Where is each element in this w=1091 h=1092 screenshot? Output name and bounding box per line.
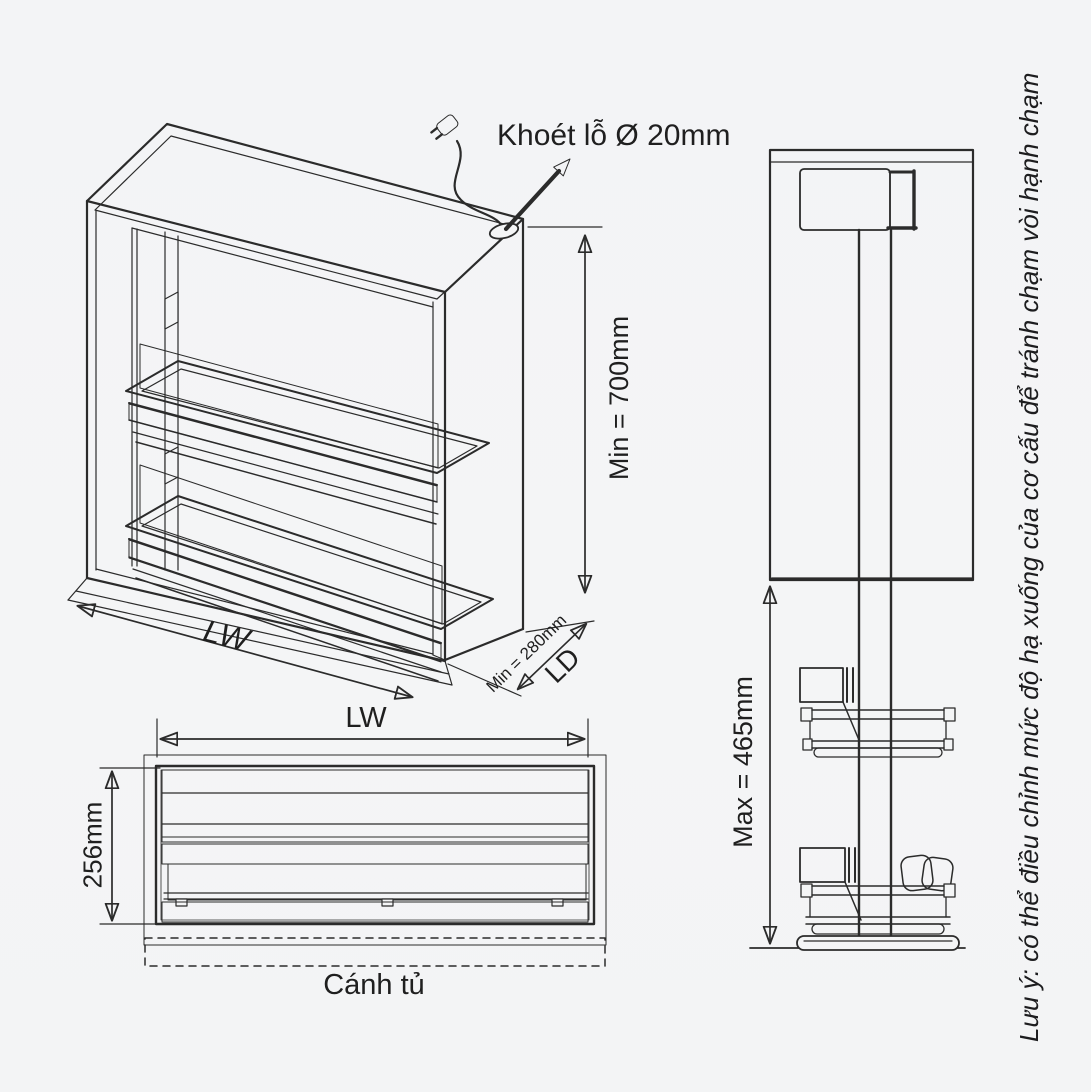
hole-annotation-label: Khoét lỗ Ø 20mm [497, 119, 731, 152]
min-height-dimension-label: Min = 700mm [604, 315, 635, 481]
plan-height-dimension-label: 256mm [77, 801, 108, 889]
isometric-cabinet-drawing [67, 122, 525, 686]
side-upper-basket [799, 667, 956, 758]
base-tray [796, 935, 960, 951]
plan-view-drawing [143, 754, 607, 967]
dimension-lines-plan [99, 718, 589, 925]
plan-width-dimension-label: LW [345, 702, 387, 735]
drill-hole [488, 222, 520, 240]
side-lower-basket [799, 847, 956, 935]
lift-mechanism-housing [799, 168, 891, 231]
cabinet-door-label: Cánh tủ [323, 969, 425, 1002]
cabinet-door-outline [144, 937, 606, 967]
plate [900, 854, 934, 892]
hole-pointer-arrow [503, 158, 571, 232]
max-drop-dimension-label: Max = 465mm [728, 676, 759, 848]
upper-dish-rack [125, 343, 490, 525]
adjustment-note-label: Lưu ý: có thể điều chỉnh mức độ hạ xuống… [1014, 72, 1044, 1042]
power-plug-icon [430, 114, 459, 140]
dimension-lines-isometric [78, 226, 603, 697]
plate [921, 856, 954, 892]
power-cord [453, 139, 504, 228]
lower-dish-rack [125, 464, 494, 682]
side-view-drawing [749, 148, 975, 951]
